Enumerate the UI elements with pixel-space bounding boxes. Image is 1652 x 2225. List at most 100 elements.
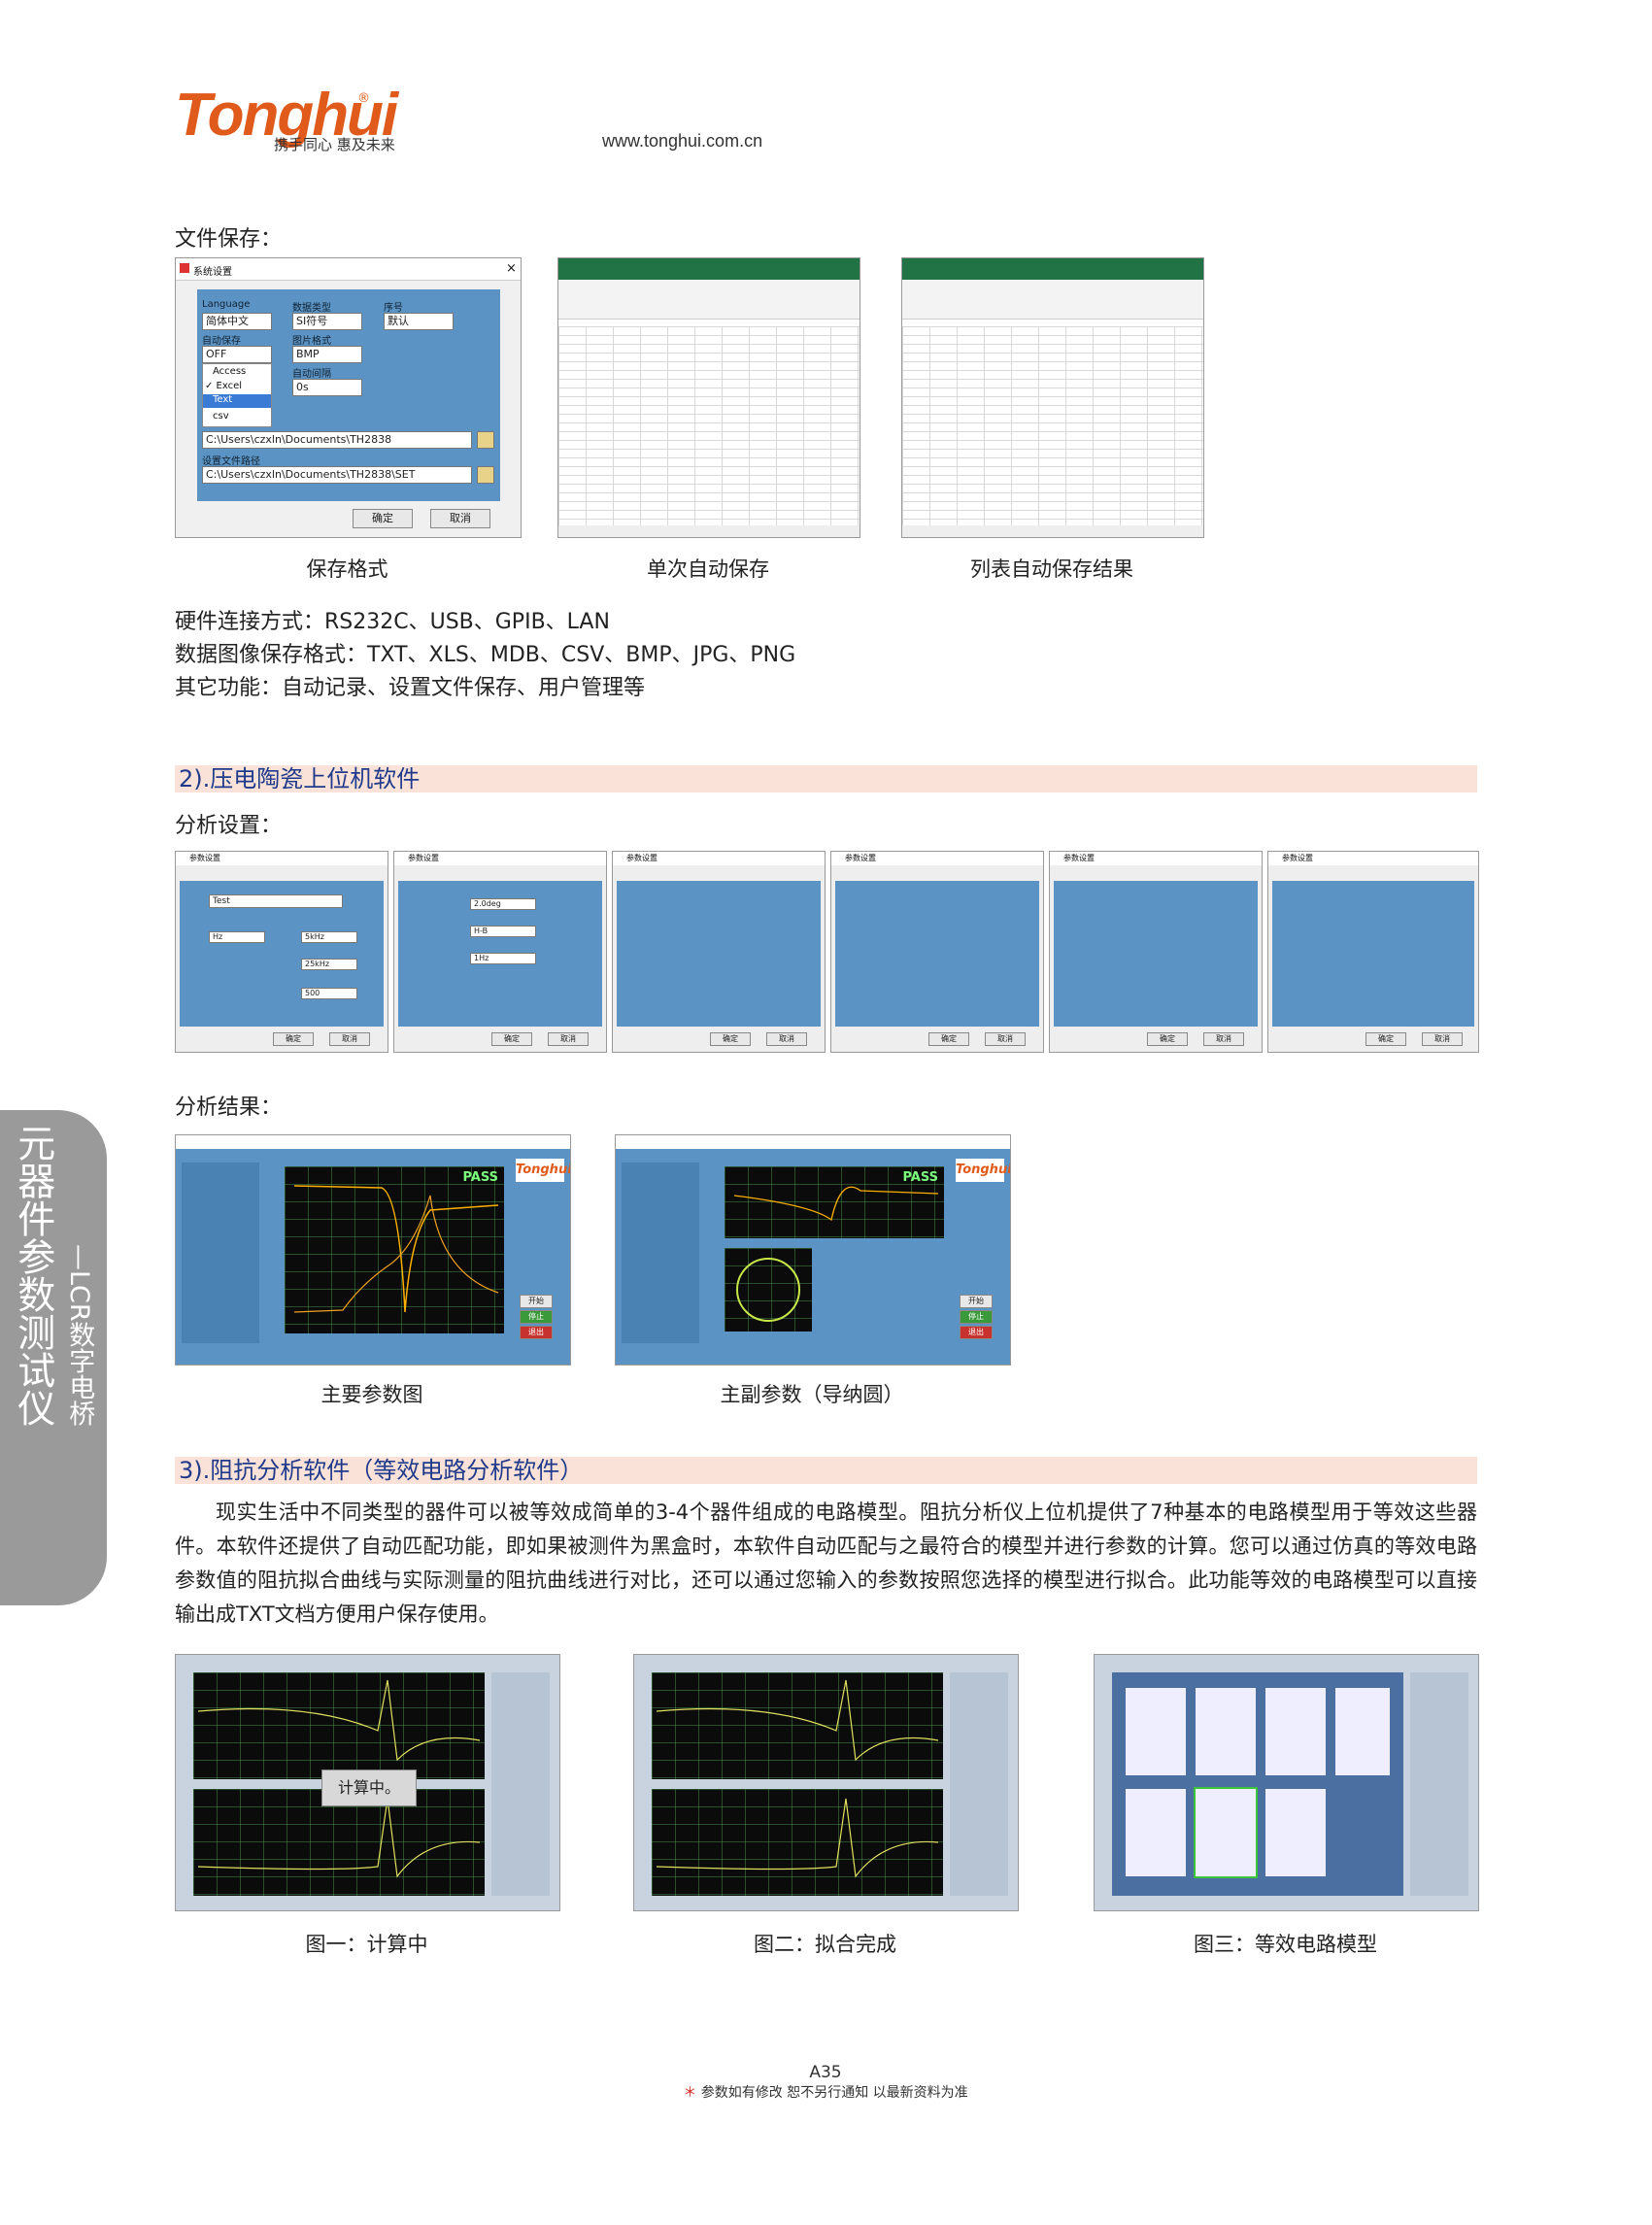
circuit-model-card[interactable] [1265, 1789, 1326, 1876]
ok-button[interactable]: 确定 [353, 509, 413, 528]
cancel-button[interactable]: 取消 [766, 1032, 807, 1046]
dialog-title: 参数设置 [1063, 854, 1095, 862]
cancel-button[interactable]: 取消 [1203, 1032, 1244, 1046]
settings-dialog-2: 参数设置 2.0deg H-B 1Hz 确定 取消 [393, 851, 607, 1053]
cancel-button[interactable]: 取消 [1422, 1032, 1463, 1046]
language-select[interactable]: 简体中文 [202, 313, 272, 330]
settings-path-label: 设置文件路径 [202, 456, 260, 467]
impedance-curve [656, 1679, 939, 1762]
dialog-title: 参数设置 [189, 854, 220, 862]
circuit-model-card[interactable] [1126, 1688, 1186, 1775]
impedance-plot-top [193, 1672, 485, 1779]
circuit-model-card[interactable] [1126, 1789, 1186, 1876]
dialog-title: 系统设置 [193, 267, 232, 278]
field-input[interactable]: Hz [209, 931, 265, 943]
admittance-circle-screenshot: PASS Tonghui 开始 停止 退出 [615, 1134, 1011, 1365]
field-input[interactable]: Test [209, 894, 343, 908]
start-button[interactable]: 开始 [960, 1295, 993, 1308]
field-input[interactable]: 2.0deg [470, 898, 536, 910]
cancel-button[interactable]: 取消 [985, 1032, 1026, 1046]
interval-input[interactable]: 0s [292, 379, 362, 396]
datatype-select[interactable]: SI符号 [292, 313, 362, 330]
phase-curve [656, 1798, 939, 1878]
field-input[interactable]: 25kHz [301, 959, 357, 970]
cancel-button[interactable]: 取消 [430, 509, 490, 528]
language-label: Language [202, 299, 251, 310]
circuit-model-card[interactable] [1335, 1688, 1390, 1775]
option-excel[interactable]: ✓ Excel [205, 381, 243, 391]
side-control-panel [950, 1672, 1008, 1896]
option-csv[interactable]: csv [213, 411, 229, 421]
ok-button[interactable]: 确定 [710, 1032, 751, 1046]
website-url[interactable]: www.tonghui.com.cn [602, 131, 763, 151]
serial-label: 序号 [384, 303, 403, 314]
impedance-section-bar: 3).阻抗分析软件（等效电路分析软件） [175, 1457, 1477, 1484]
circuit-model-card[interactable] [1265, 1688, 1326, 1775]
excel-titlebar [902, 258, 1203, 280]
start-button[interactable]: 开始 [520, 1295, 553, 1308]
footer-note: ＊ 参数如有修改 恕不另行通知 以最新资料为准 [583, 2082, 1068, 2102]
circuit-model-grid [1112, 1672, 1403, 1896]
close-icon[interactable]: × [506, 261, 517, 276]
dialog-titlebar: 参数设置 [831, 852, 1043, 865]
brand-logo: Tonghui [516, 1159, 570, 1182]
curve-series-1 [197, 1798, 481, 1878]
field-input[interactable]: 5kHz [301, 931, 357, 943]
autosave-label: 自动保存 [202, 336, 241, 347]
exit-button[interactable]: 退出 [960, 1326, 993, 1339]
serial-select[interactable]: 默认 [384, 313, 454, 330]
impedance-plot-bottom [193, 1789, 485, 1896]
save-path-input[interactable]: C:\Users\czxln\Documents\TH2838 [202, 431, 472, 449]
settings-dialog-1: 参数设置 Test Hz 5kHz 25kHz 500 确定 取消 [175, 851, 388, 1053]
field-input[interactable]: 1Hz [470, 953, 536, 964]
excel-grid [558, 326, 860, 525]
caption-figure-1: 图一：计算中 [305, 1933, 428, 1956]
app-icon [180, 263, 189, 273]
exit-button[interactable]: 退出 [520, 1326, 553, 1339]
field-input[interactable]: 500 [301, 988, 357, 999]
curve-series-1 [197, 1679, 481, 1762]
caption-main-parameter: 主要参数图 [320, 1383, 423, 1406]
piezo-section-title: 2).压电陶瓷上位机软件 [179, 765, 421, 792]
category-main-label: 元器件参数测试仪 [11, 1124, 55, 1427]
phase-curve [197, 1798, 481, 1878]
single-auto-save-screenshot [557, 257, 860, 538]
ok-button[interactable]: 确定 [1147, 1032, 1188, 1046]
folder-icon[interactable] [477, 466, 494, 484]
curve-series-2 [293, 1195, 499, 1313]
field-input[interactable]: H-B [470, 926, 536, 937]
curve-plot: PASS [285, 1166, 504, 1333]
circuit-model-card[interactable] [1196, 1688, 1256, 1775]
circuit-model-card-selected[interactable] [1194, 1787, 1258, 1878]
calculating-screenshot: 计算中。 [175, 1654, 560, 1911]
save-formats-line: 数据图像保存格式：TXT、XLS、MDB、CSV、BMP、JPG、PNG [175, 643, 796, 667]
stop-button[interactable]: 停止 [960, 1310, 993, 1324]
stop-button[interactable]: 停止 [520, 1310, 553, 1324]
dialog-title: 参数设置 [626, 854, 657, 862]
admittance-circle-plot [725, 1248, 812, 1332]
ok-button[interactable]: 确定 [928, 1032, 969, 1046]
image-format-select[interactable]: BMP [292, 346, 362, 363]
option-text[interactable]: Text [203, 394, 271, 408]
dialog-titlebar: 参数设置 [1268, 852, 1478, 865]
admittance-circle [736, 1258, 800, 1322]
folder-icon[interactable] [477, 431, 494, 449]
save-format-screenshot: 系统设置 × Language 简体中文 数据类型 SI符号 序号 默认 自动保… [175, 257, 522, 538]
fit-complete-screenshot [633, 1654, 1019, 1911]
settings-dialog-3: 参数设置 确定 取消 [612, 851, 826, 1053]
ok-button[interactable]: 确定 [491, 1032, 532, 1046]
ok-button[interactable]: 确定 [273, 1032, 314, 1046]
ok-button[interactable]: 确定 [1365, 1032, 1406, 1046]
option-access[interactable]: Access [213, 366, 247, 377]
settings-path-input[interactable]: C:\Users\czxln\Documents\TH2838\SET [202, 466, 472, 484]
pass-status: PASS [462, 1170, 498, 1185]
excel-statusbar [558, 525, 860, 537]
cancel-button[interactable]: 取消 [548, 1032, 589, 1046]
autosave-select[interactable]: OFF [202, 346, 272, 363]
registered-mark: ® [357, 91, 370, 106]
excel-ribbon [558, 280, 860, 320]
curve-series-1 [733, 1186, 939, 1222]
circle-series [736, 1258, 800, 1322]
equivalent-circuit-screenshot [1094, 1654, 1479, 1911]
cancel-button[interactable]: 取消 [329, 1032, 370, 1046]
